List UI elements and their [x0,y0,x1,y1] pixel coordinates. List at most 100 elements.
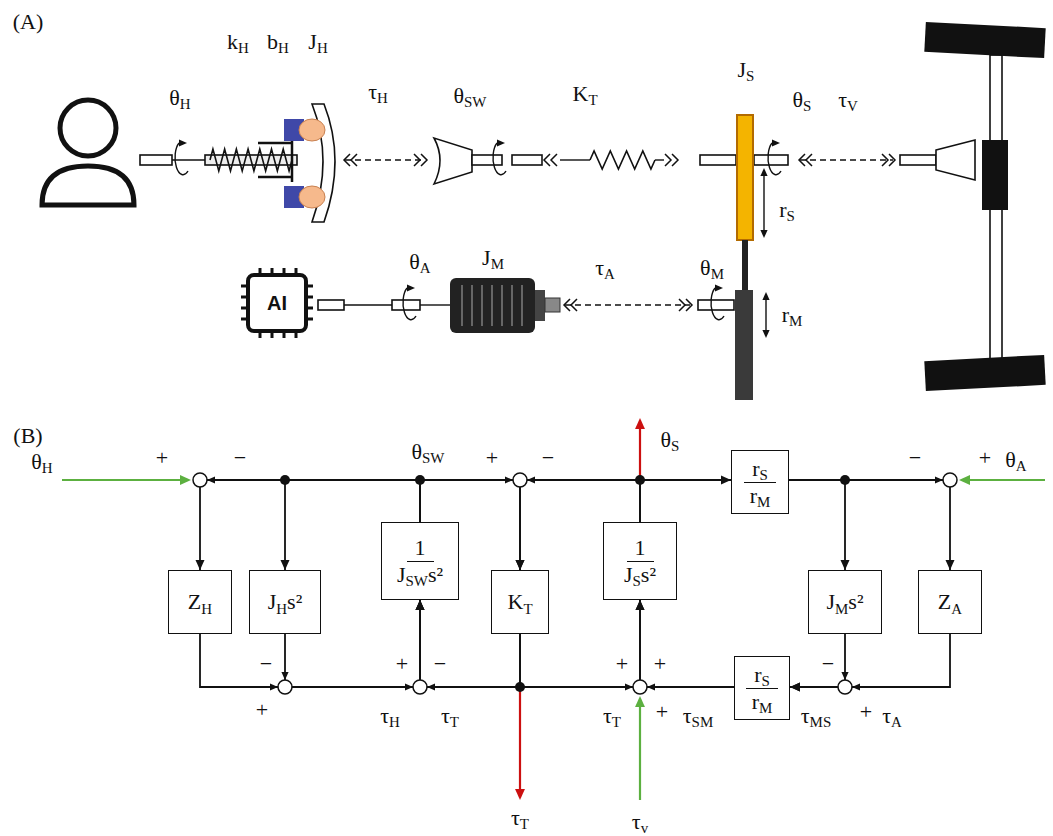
signal-label-part: H [317,40,328,56]
steering-illustration-part [924,355,1045,391]
steering-illustration-part [742,240,748,290]
motor-rib [481,285,483,326]
steering-illustration-part-part [60,100,116,156]
signal-label-part: H [389,714,400,730]
arrow-head [946,560,955,570]
block-text: rM [747,483,774,508]
arrow-head [762,330,769,338]
signal-label: θH [31,450,52,474]
signal-label-part: M [711,266,724,282]
arrow-head [935,476,943,483]
block-text: JHs² [265,589,306,614]
steering-illustration-part [172,139,895,338]
signal-label-part: A [420,260,431,276]
signal-label-part: V [847,98,858,114]
steering-illustration-part [545,298,560,312]
fraction-block: rSrM [731,450,789,515]
signal-label-part: A [604,266,615,282]
connector-line [789,480,950,570]
signal-label: τH [380,704,400,728]
shaft-line [172,159,205,160]
signal-label: τA [882,704,902,728]
signal-arrow [519,687,521,791]
torque-arrow [686,299,692,311]
arrow-head [760,230,767,238]
signal-label-part: H [238,40,249,56]
arrow-head [416,600,425,610]
signal-connector [790,634,845,692]
torque-arrow [889,154,895,166]
block-text-part: S [633,573,641,589]
arrow-head [636,600,645,610]
block-text-part: SW [405,573,427,589]
signal-label: − [260,652,272,676]
chip-pin [283,268,286,275]
motor-rib [521,285,523,326]
rotation-marker [175,143,188,175]
summing-junction [413,680,427,694]
arrow-head [281,672,288,680]
motor-rib [501,285,503,326]
spring-symbol [590,151,655,169]
chip-pin [306,307,313,310]
signal-label: θM [700,256,724,280]
summing-junction [838,680,852,694]
torque-arrow [571,299,577,311]
steering-illustration-part-part [936,140,975,180]
motor-rib [471,285,473,326]
signal-label: bH [267,30,289,54]
connector-line [790,634,845,687]
signal-label: + [654,652,666,676]
signal-label: θSW [454,84,487,108]
signal-label: θSW [412,440,445,464]
connector-line [789,480,845,570]
torque-arrow [665,154,671,166]
branch-dot [280,475,290,485]
chip-pin [306,296,313,299]
summing-junction [633,680,647,694]
signal-label: τA [595,256,615,280]
torque-arrow [679,299,685,311]
rotation-marker [711,288,724,320]
chip-pin [241,307,248,310]
block-text: KT [504,589,535,614]
signal-connector [789,480,850,570]
steering-illustration-part-part [140,155,172,165]
signal-label-part: MS [810,714,832,730]
steering-illustration-part-part [700,155,736,165]
arrow-head [416,600,425,610]
torque-line [565,304,690,305]
signal-arrow [639,705,641,800]
block-text-part: S [760,467,768,483]
motor-rib [511,285,513,326]
steering-illustration-part-part [318,300,344,310]
signal-connector [789,480,955,570]
steering-illustration-part [284,119,325,208]
signal-label: θA [1005,448,1026,472]
signal-label: rS [779,198,795,222]
arrow-head [635,696,645,707]
branch-dot [840,475,850,485]
shaft-line [655,159,664,160]
signal-connector [636,600,735,687]
chip-pin [306,285,313,288]
arrow-head [515,789,525,800]
torque-arrow [672,154,678,166]
signal-label: − [822,652,834,676]
spring-symbol [210,149,292,171]
signal-label-part: H [278,40,289,56]
signal-label: τT [603,704,621,728]
signal-label: + [656,700,668,724]
block-text-part: H [276,601,287,617]
panel-label: (B) [13,424,42,448]
steering-illustration-part-part [754,155,788,165]
arrow-head [427,683,435,690]
chip-pin [259,331,262,338]
signal-label: τT [511,806,529,830]
block-text-part: H [201,601,212,617]
arrow-head [636,600,645,610]
signal-label-part: M [491,256,504,272]
arrow-head [207,476,215,483]
torque-line [345,159,425,160]
